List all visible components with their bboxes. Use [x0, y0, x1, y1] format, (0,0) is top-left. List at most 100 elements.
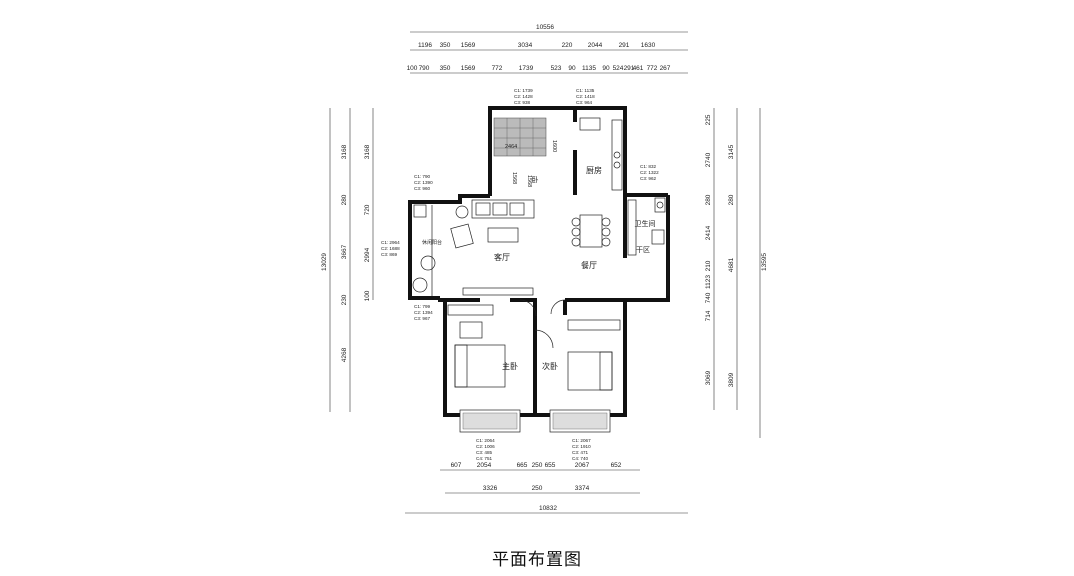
window-note-bottom_left-1: C2: 1006 — [476, 444, 495, 449]
dim-top-row2-6: 523 — [551, 65, 562, 72]
dim-bottom-row2-0: 3326 — [483, 485, 498, 492]
window-note-kitchen_top-1: C2: 1428 — [514, 94, 533, 99]
window-note-bottom_right-2: C3: 471 — [572, 450, 589, 455]
window-note-right_bath-0: C1: 832 — [640, 164, 657, 169]
dim-right-col1-5: 1123 — [705, 275, 712, 289]
window-note-bottom_left-2: C3: 485 — [476, 450, 493, 455]
dim-bottom-row1-0: 607 — [451, 462, 462, 469]
dim-left-col2-0: 3168 — [364, 144, 371, 159]
dim-top-row2-9: 90 — [602, 65, 610, 72]
dim-top-row2-1: 790 — [419, 65, 430, 72]
dim-top-row2-14: 267 — [660, 65, 671, 72]
dim-left-col2-3: 100 — [364, 290, 371, 301]
window-note-left_lower-0: C1: 799 — [414, 304, 431, 309]
dim-right-col1-4: 210 — [705, 260, 712, 271]
window-note-left_lower-1: C2: 1394 — [414, 310, 433, 315]
dim-right-col1-2: 280 — [705, 194, 712, 205]
dim-top-row1-4: 220 — [562, 42, 573, 49]
window-note-right_bath-1: C2: 1322 — [640, 170, 659, 175]
inner-dim-4: 1568 — [526, 175, 532, 187]
dim-left-col1-4: 4268 — [341, 347, 348, 362]
dim-right-col1-1: 2740 — [705, 152, 712, 167]
window-note-left_upper-0: C1: 790 — [414, 174, 431, 179]
window-note-kitchen_top-0: C1: 1739 — [514, 88, 533, 93]
dim-right-col2-3: 3809 — [728, 372, 735, 387]
dim-top-row2-2: 350 — [440, 65, 451, 72]
walls — [408, 106, 670, 433]
dim-right-outer: 13595 — [761, 253, 768, 271]
dim-top-row1-3: 3034 — [518, 42, 533, 49]
dim-bottom-row2-2: 3374 — [575, 485, 590, 492]
dim-top-row2-13: 772 — [647, 65, 658, 72]
window-note-bottom_right-0: C1: 2067 — [572, 438, 591, 443]
window-note-left_mid-2: C3: 869 — [381, 252, 398, 257]
dim-right-col1-6: 740 — [705, 292, 712, 303]
dim-top-row2-4: 772 — [492, 65, 503, 72]
dim-top-row1-0: 1196 — [418, 42, 432, 49]
dim-top-row2-11: 291 — [624, 65, 635, 72]
dim-left-col1-3: 230 — [341, 294, 348, 305]
inner-dimensions: 2464 1600 1568 1568 — [505, 140, 557, 187]
room-master: 主卧 — [502, 361, 518, 371]
room-balcony: 休闲阳台 — [422, 239, 442, 246]
furniture — [412, 117, 669, 391]
dim-right-col1-3: 2414 — [705, 225, 712, 240]
window-note-bottom_right-1: C2: 1910 — [572, 444, 591, 449]
dim-left-col2-2: 2994 — [364, 247, 371, 262]
dim-bottom-row2-1: 250 — [532, 485, 543, 492]
window-note-left_mid-0: C1: 2964 — [381, 240, 400, 245]
dim-right-col1-7: 714 — [705, 310, 712, 321]
dim-left-col1-2: 3667 — [341, 244, 348, 259]
dim-top-row2-10: 524 — [613, 65, 624, 72]
dim-top-row2-5: 1739 — [519, 65, 534, 72]
room-kitchen: 厨房 — [586, 165, 602, 175]
dim-top-row2-12: 461 — [633, 65, 644, 72]
room-bath: 卫生间 — [635, 219, 656, 228]
dim-bottom-row1-6: 652 — [611, 462, 622, 469]
dim-top-row2-8: 1135 — [582, 65, 596, 72]
room-labels: 客厅 餐厅 厨房 卫生间 干区 主卧 次卧 休闲阳台 卧 — [422, 165, 656, 371]
dim-left-col2-1: 720 — [364, 204, 371, 215]
dim-right-col2-0: 3145 — [728, 144, 735, 159]
window-note-kitchen_top2-0: C1: 1135 — [576, 88, 595, 93]
inner-dim-3: 1568 — [511, 172, 517, 184]
drawing-title: 平面布置图 — [492, 550, 582, 570]
dim-top-row1-1: 350 — [440, 42, 451, 49]
window-note-left_upper-1: C2: 1390 — [414, 180, 433, 185]
room-dining: 餐厅 — [581, 261, 597, 270]
room-second: 次卧 — [542, 361, 558, 371]
room-living: 客厅 — [494, 252, 510, 262]
dim-bottom-row1-4: 655 — [545, 462, 556, 469]
window-note-bottom_left-0: C1: 2064 — [476, 438, 495, 443]
dim-top-row1-2: 1569 — [461, 42, 476, 49]
dim-bottom-row1-5: 2067 — [575, 462, 590, 469]
inner-dim-1: 2464 — [505, 144, 517, 150]
room-dry-area: 干区 — [636, 246, 650, 254]
window-note-kitchen_top2-1: C2: 1418 — [576, 94, 595, 99]
window-note-bottom_left-3: C4: 751 — [476, 456, 493, 461]
dim-bottom-row1-3: 250 — [532, 462, 543, 469]
dim-left-col1-0: 3168 — [341, 144, 348, 159]
window-note-bottom_right-3: C4: 740 — [572, 456, 589, 461]
dim-top-row1-6: 291 — [619, 42, 630, 49]
window-note-kitchen_top-2: C3: 938 — [514, 100, 531, 105]
window-note-kitchen_top2-2: C3: 964 — [576, 100, 593, 105]
balcony-hatching — [462, 117, 608, 430]
room-small: 卧 — [532, 176, 539, 184]
inner-dim-2: 1600 — [551, 140, 557, 152]
dim-top-row2-7: 90 — [568, 65, 576, 72]
dim-top-row2-0: 100 — [407, 65, 418, 72]
dim-bottom-row1-1: 2054 — [477, 462, 492, 469]
dim-top-row2-3: 1569 — [461, 65, 476, 72]
dim-top-row1-5: 2044 — [588, 42, 603, 49]
dim-top-overall: 10556 — [536, 24, 554, 31]
window-note-left_upper-2: C3: 960 — [414, 186, 431, 191]
dim-right-col1-8: 3069 — [705, 370, 712, 385]
dim-left-outer: 13029 — [321, 253, 328, 271]
dim-right-col1-0: 225 — [705, 114, 712, 125]
